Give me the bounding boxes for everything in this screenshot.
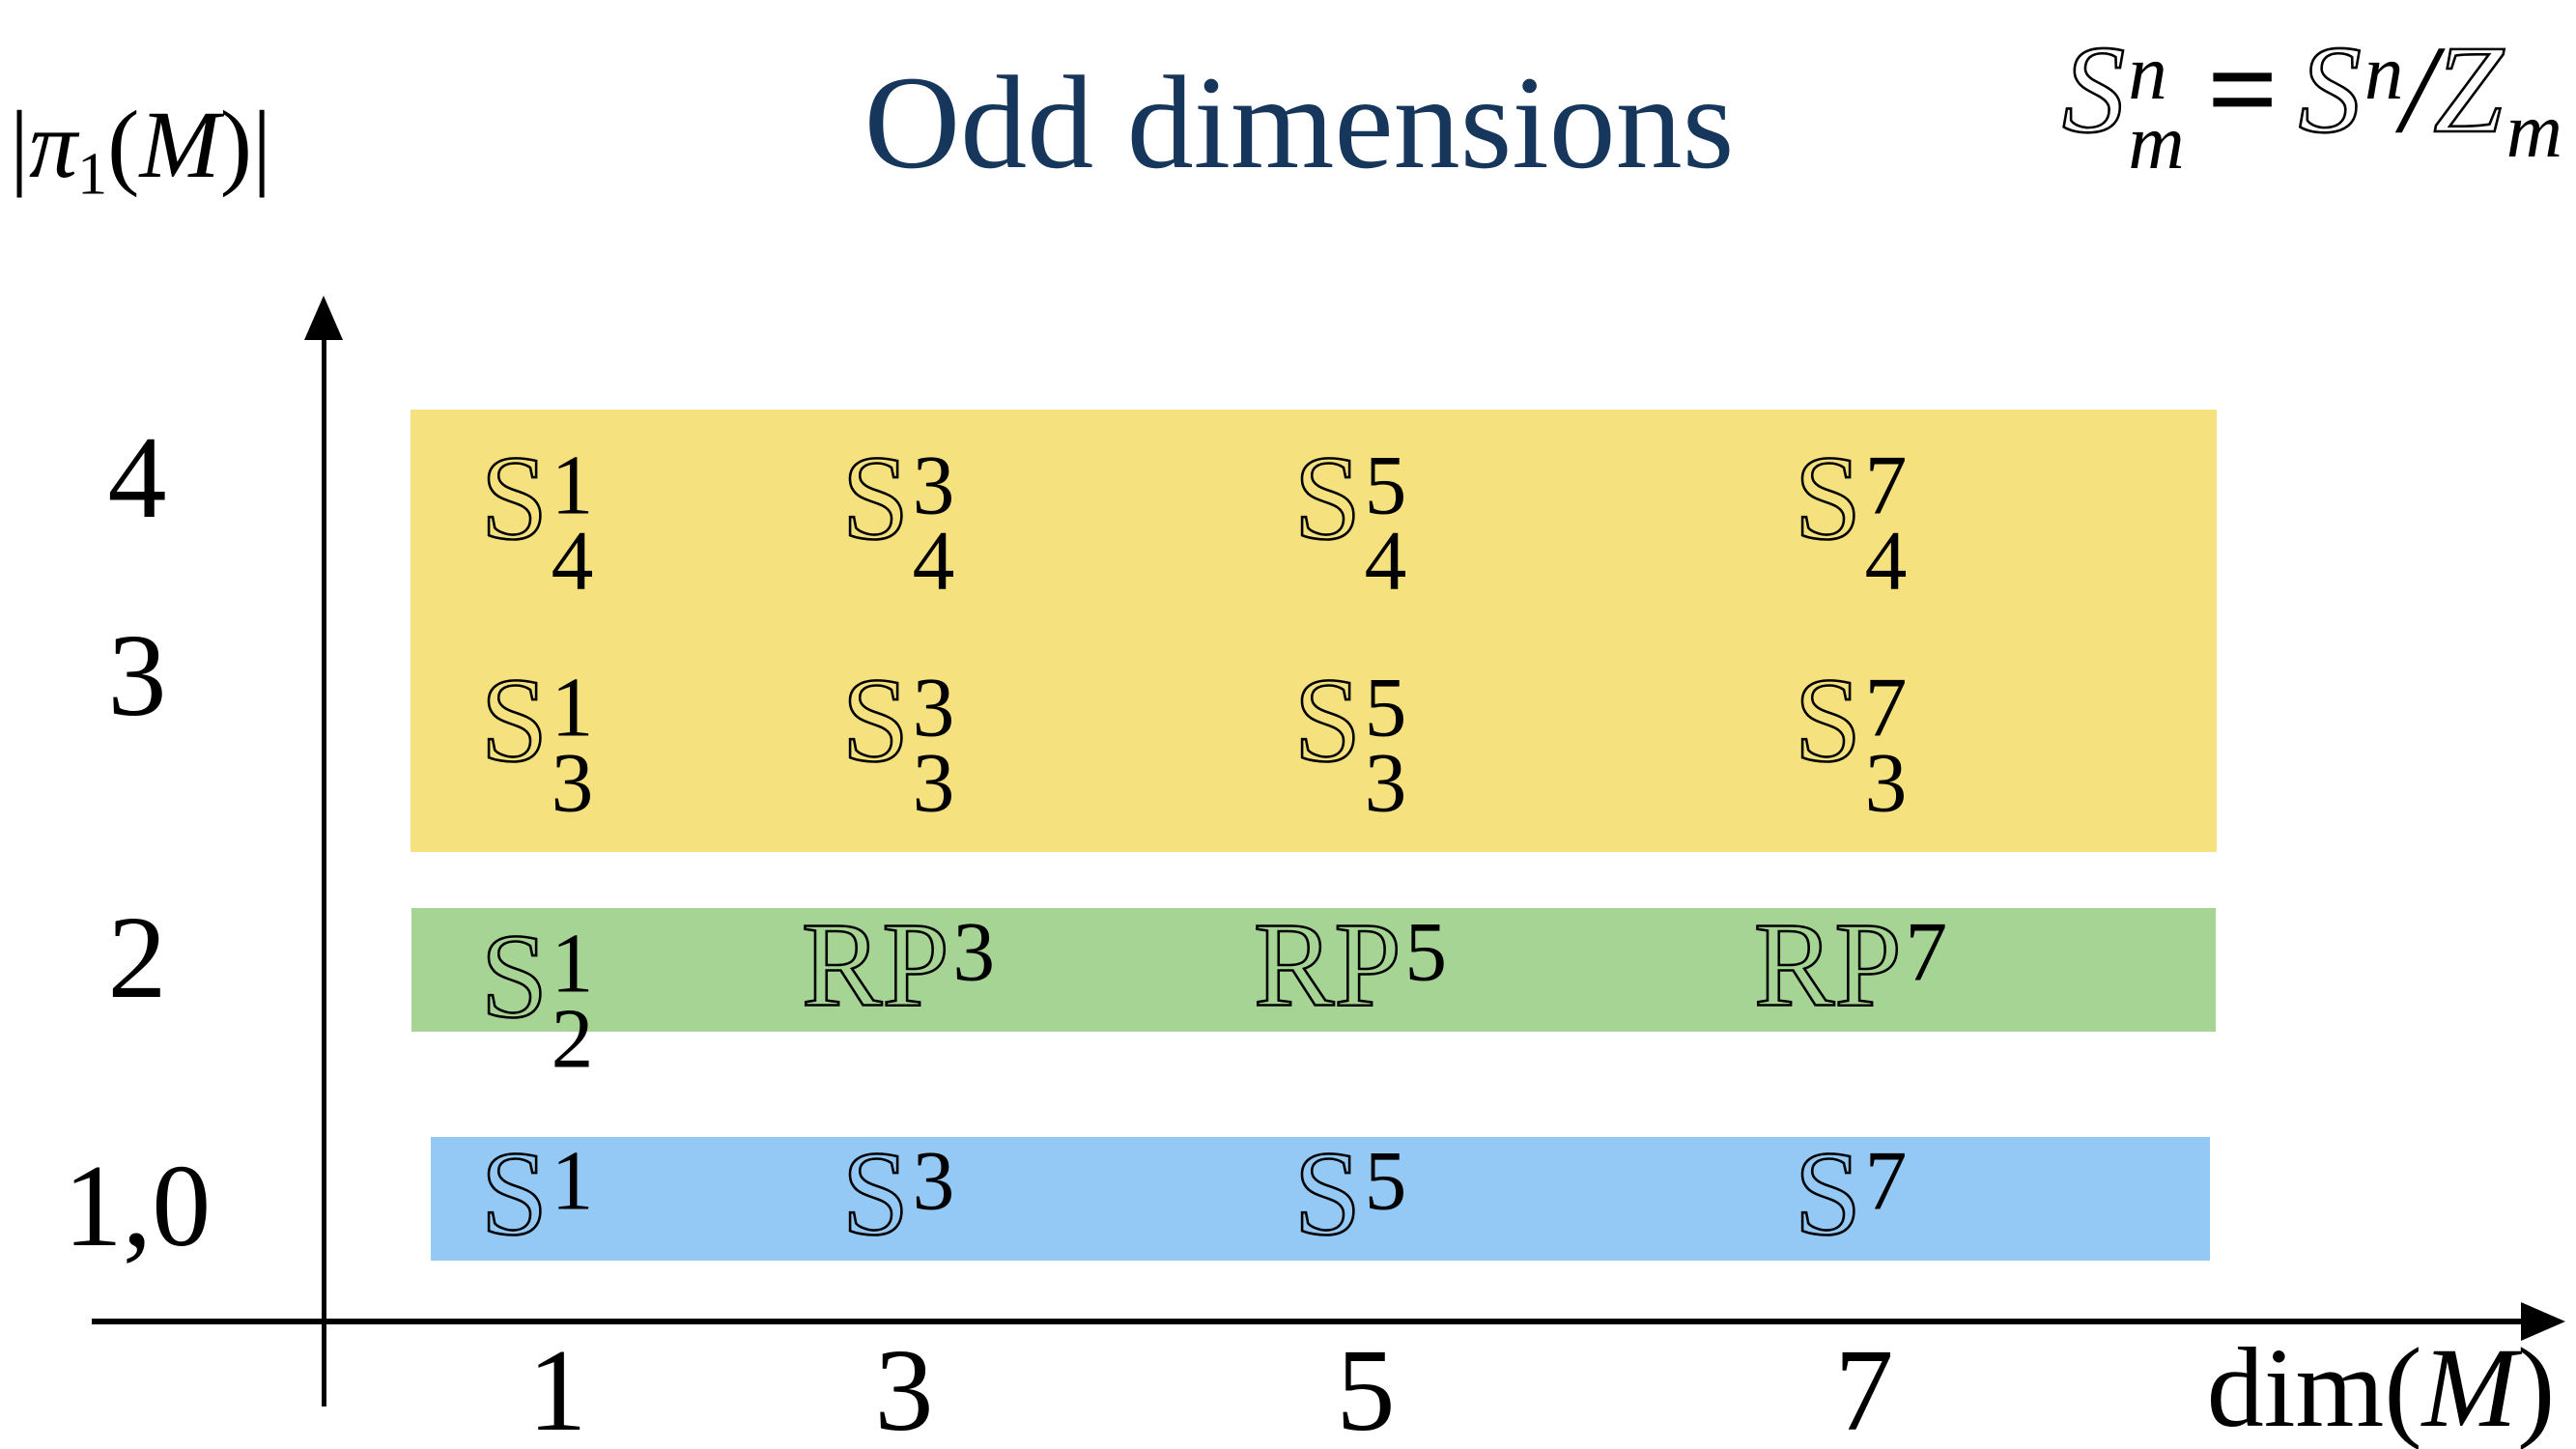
double-struck-s: S bbox=[1793, 1126, 1862, 1263]
y-tick-1-0: 1,0 bbox=[63, 1141, 212, 1271]
double-struck-s: S bbox=[840, 1126, 910, 1263]
y-axis-arrowhead bbox=[304, 296, 343, 340]
y-tick-3: 3 bbox=[107, 611, 167, 741]
x-tick-5: 5 bbox=[1336, 1325, 1396, 1449]
double-struck-s: S bbox=[1793, 653, 1862, 789]
double-struck-s: S bbox=[2061, 20, 2127, 159]
double-struck-s: S bbox=[840, 653, 910, 789]
double-struck-s: S bbox=[479, 909, 549, 1045]
double-struck-s: S bbox=[1292, 431, 1362, 567]
double-struck-s: S bbox=[1292, 1126, 1362, 1263]
projective-space-band-green bbox=[411, 908, 2216, 1032]
x-tick-1: 1 bbox=[527, 1325, 587, 1449]
double-struck-rp: RP bbox=[801, 897, 951, 1034]
double-struck-s: S bbox=[479, 1126, 549, 1263]
y-axis-line bbox=[322, 336, 326, 1406]
formula-sup-n: n bbox=[2128, 29, 2167, 116]
double-struck-rp: RP bbox=[1253, 897, 1403, 1034]
slash: / bbox=[2400, 20, 2436, 159]
formula-sub-m: m bbox=[2128, 99, 2185, 186]
double-struck-z: Z bbox=[2432, 20, 2505, 159]
formula-sup-n: n bbox=[2364, 29, 2404, 116]
y-tick-2: 2 bbox=[107, 893, 167, 1023]
double-struck-s: S bbox=[840, 431, 910, 567]
manifold-variable: M bbox=[2421, 1324, 2517, 1449]
formula-sub-m: m bbox=[2505, 88, 2562, 175]
page-title: Odd dimensions bbox=[863, 48, 1735, 196]
equals-sign: = bbox=[2206, 20, 2279, 159]
x-tick-3: 3 bbox=[874, 1325, 934, 1449]
double-struck-s: S bbox=[479, 431, 549, 567]
x-axis-arrowhead bbox=[2521, 1302, 2565, 1341]
y-axis-label: |π1(M)| bbox=[10, 91, 272, 208]
pi-symbol: π bbox=[29, 91, 78, 198]
double-struck-s: S bbox=[479, 653, 549, 789]
y-tick-4: 4 bbox=[107, 412, 167, 543]
double-struck-s: S bbox=[1793, 431, 1862, 567]
double-struck-rp: RP bbox=[1753, 897, 1904, 1034]
x-axis-line bbox=[92, 1319, 2528, 1324]
sphere-band-blue bbox=[431, 1137, 2210, 1261]
manifold-variable: M bbox=[139, 91, 220, 198]
double-struck-s: S bbox=[1292, 653, 1362, 789]
double-struck-s: S bbox=[2298, 20, 2364, 159]
x-tick-7: 7 bbox=[1834, 1325, 1894, 1449]
x-axis-label: dim(M) bbox=[2206, 1324, 2556, 1449]
lens-space-band-yellow bbox=[410, 410, 2217, 852]
